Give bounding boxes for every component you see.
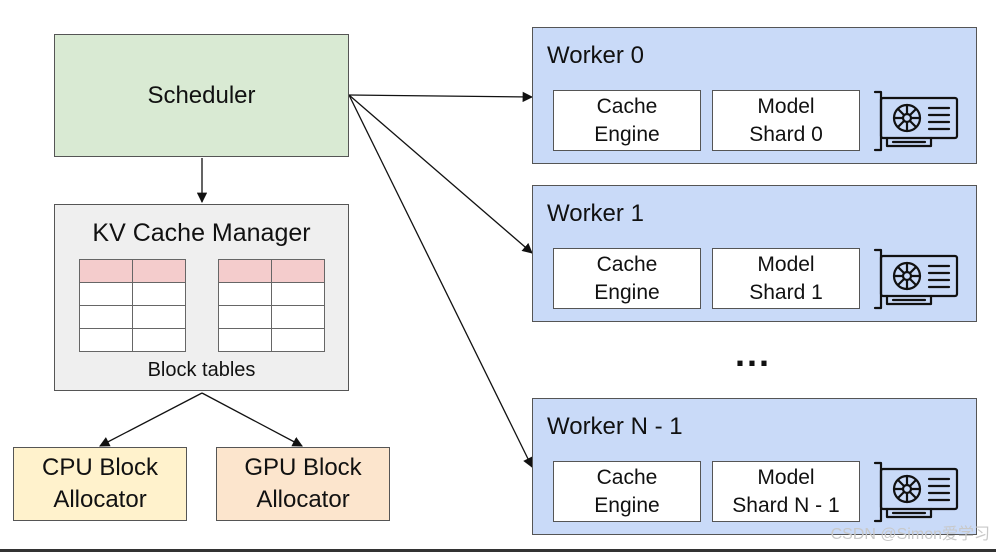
model-shard-box: Model Shard 1 <box>712 248 860 309</box>
block-table-cell <box>79 328 133 352</box>
model-shard-box: Model Shard N - 1 <box>712 461 860 522</box>
cache-engine-box: Cache Engine <box>553 90 701 151</box>
block-table-cell <box>218 259 272 283</box>
kv-cache-manager-title: KV Cache Manager <box>92 219 311 247</box>
cpu-allocator-line-2: Allocator <box>53 486 147 513</box>
cpu-allocator-line-1: CPU Block <box>41 454 159 481</box>
cpu-block-allocator-box: CPU Block Allocator <box>13 447 187 521</box>
cache-engine-line-1: Cache <box>596 252 658 276</box>
block-tables-label: Block tables <box>147 359 256 381</box>
cache-engine-box: Cache Engine <box>553 248 701 309</box>
kv-cache-manager-box: KV Cache Manager Block tables <box>54 204 349 391</box>
arrow-scheduler-to-worker-0 <box>348 91 534 103</box>
cache-engine-line-2: Engine <box>594 122 660 146</box>
block-table-header-row <box>218 259 325 283</box>
block-table-cell <box>218 282 272 306</box>
block-table-row <box>218 305 325 329</box>
block-table-cell <box>271 259 325 283</box>
gpu-card-icon <box>873 88 961 159</box>
gpu-allocator-line-1: GPU Block <box>244 454 362 481</box>
block-table-cell <box>132 328 186 352</box>
gpu-card-icon <box>873 246 961 317</box>
scheduler-box: Scheduler <box>54 34 349 157</box>
block-table-cell <box>271 282 325 306</box>
worker-title: Worker 1 <box>547 200 644 227</box>
block-table-cell <box>79 282 133 306</box>
worker-title: Worker 0 <box>547 42 644 69</box>
block-table-cell <box>271 305 325 329</box>
block-table-row <box>79 282 186 306</box>
cache-engine-line-2: Engine <box>594 493 660 517</box>
block-table-cell <box>218 305 272 329</box>
model-shard-line-2: Shard 0 <box>749 122 823 146</box>
model-shard-box: Model Shard 0 <box>712 90 860 151</box>
watermark: CSDN @Simon爱学习 <box>830 526 990 543</box>
block-table-cell <box>132 305 186 329</box>
block-table-header-row <box>79 259 186 283</box>
cache-engine-box: Cache Engine <box>553 461 701 522</box>
block-table-row <box>218 282 325 306</box>
model-shard-line-2: Shard N - 1 <box>732 493 840 517</box>
arrow-scheduler-to-worker-1 <box>348 94 533 254</box>
model-shard-line-2: Shard 1 <box>749 280 823 304</box>
model-shard-line-1: Model <box>757 465 815 489</box>
arrow-scheduler-to-worker-n <box>348 94 533 468</box>
gpu-allocator-line-2: Allocator <box>256 486 350 513</box>
bottom-border-line <box>0 549 996 552</box>
block-table-row <box>79 305 186 329</box>
block-table-cell <box>132 259 186 283</box>
arrow-kv-to-cpu-allocator <box>99 392 203 447</box>
block-table-cell <box>79 259 133 283</box>
cache-engine-line-1: Cache <box>596 465 658 489</box>
cache-engine-line-2: Engine <box>594 280 660 304</box>
worker-n-minus-1-box: Worker N - 1 Cache Engine Model Shard N … <box>532 398 977 535</box>
block-table-cell <box>79 305 133 329</box>
block-table-cell <box>271 328 325 352</box>
worker-title: Worker N - 1 <box>547 413 683 440</box>
model-shard-line-1: Model <box>757 94 815 118</box>
worker-1-box: Worker 1 Cache Engine Model Shard 1 <box>532 185 977 322</box>
scheduler-label: Scheduler <box>147 81 256 109</box>
model-shard-line-1: Model <box>757 252 815 276</box>
cache-engine-line-1: Cache <box>596 94 658 118</box>
block-table-row <box>218 328 325 352</box>
ellipsis: ... <box>735 333 772 374</box>
gpu-block-allocator-box: GPU Block Allocator <box>216 447 390 521</box>
block-table-cell <box>132 282 186 306</box>
block-table-cell <box>218 328 272 352</box>
block-table <box>79 259 186 352</box>
worker-0-box: Worker 0 Cache Engine Model Shard 0 <box>532 27 977 164</box>
block-table <box>218 259 325 352</box>
block-table-row <box>79 328 186 352</box>
gpu-card-icon <box>873 459 961 530</box>
arrow-kv-to-gpu-allocator <box>201 392 303 447</box>
